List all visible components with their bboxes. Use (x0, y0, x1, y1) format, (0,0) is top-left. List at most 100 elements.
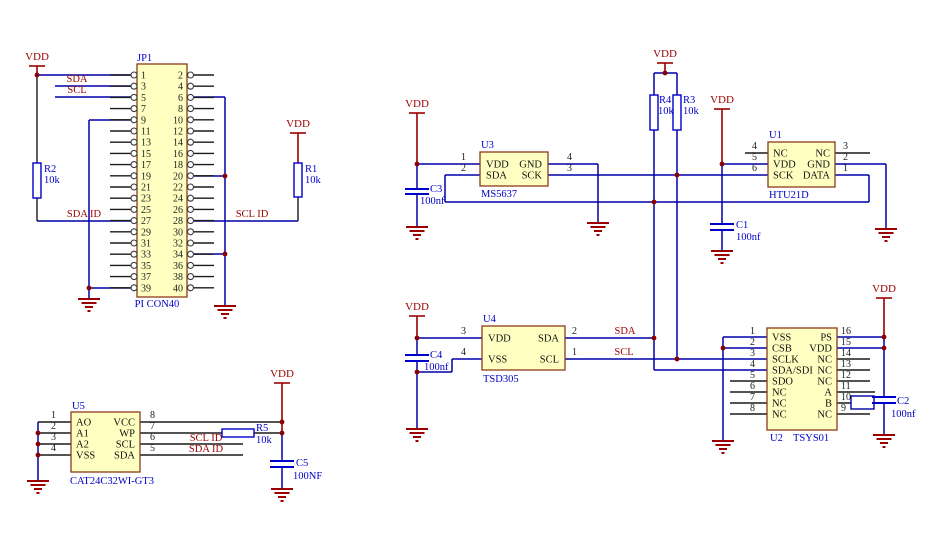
pin-label: 3 (567, 163, 572, 174)
pin-label: 6 (150, 432, 155, 443)
power-stems (36, 63, 885, 433)
pin-pad (130, 127, 138, 135)
pin-label: 10 (841, 392, 851, 403)
c5-value: 100NF (293, 471, 322, 482)
jp1-ref: JP1 (137, 53, 152, 64)
pin-pad (130, 250, 138, 258)
pin-label: B (825, 399, 832, 410)
pin-label: 4 (51, 443, 56, 454)
junction-dots (34, 70, 887, 458)
pin-label: SCK (773, 171, 794, 182)
pin-label: 14 (841, 348, 851, 359)
vdd-label: VDD (405, 98, 429, 110)
pin-pad (186, 194, 195, 202)
c1-symbol (710, 223, 734, 231)
wire-junction (720, 345, 726, 351)
ground-symbol (875, 228, 897, 242)
pin-pad (186, 261, 195, 269)
pin-label: 2 (51, 421, 56, 432)
resistor-r3: R3 10k (672, 94, 700, 131)
pin-label: 29 (141, 227, 151, 238)
pin-pad (186, 138, 195, 146)
pin-label: 7 (750, 392, 755, 403)
pin-label: 31 (141, 239, 151, 250)
u3-value: MS5637 (481, 189, 517, 200)
pin-pad (186, 149, 195, 157)
pin-label: 11 (841, 381, 851, 392)
pin-label: 2 (750, 337, 755, 348)
connector-jp1: JP1 PI CON40 135791113151719212325272931… (110, 53, 214, 310)
vdd-power-symbol: VDD (653, 48, 677, 64)
ground-symbol (712, 440, 734, 454)
vdd-label: VDD (872, 283, 896, 295)
u1-ref: U1 (769, 130, 782, 141)
pin-label: 16 (841, 326, 851, 337)
net-label-scl-id-u5: SCL ID (190, 433, 223, 444)
pin-label: 34 (173, 250, 183, 261)
pin-label: 1 (461, 152, 466, 163)
pin-label: 14 (173, 138, 183, 149)
pin-label: 12 (841, 370, 851, 381)
pin-label: 15 (841, 337, 851, 348)
u1-body (767, 141, 836, 188)
pin-label: 8 (178, 104, 183, 115)
pin-label: 13 (141, 138, 151, 149)
pin-pad (186, 127, 195, 135)
jp1-left-pads (110, 71, 138, 292)
pin-label: 3 (141, 82, 146, 93)
pin-label: VDD (809, 344, 832, 355)
resistor-r5: R5 10k (221, 423, 273, 446)
pin-label: 9 (841, 403, 846, 414)
u4-body (481, 325, 566, 371)
pin-pad (130, 93, 138, 101)
pin-label: 40 (173, 283, 183, 294)
pin-label: 7 (141, 104, 146, 115)
net-label-sda-id-u5: SDA ID (189, 444, 224, 455)
capacitor-c2: C2 100nf (872, 396, 916, 420)
pin-label: NC (817, 377, 832, 388)
c4-symbol (405, 354, 429, 362)
pin-label: 21 (141, 183, 151, 194)
capacitor-c1: C1 100nf (710, 220, 761, 243)
pin-label: SDA/SDI (772, 366, 813, 377)
r2-value: 10k (44, 175, 61, 186)
pin-label: 23 (141, 194, 151, 205)
pin-label: 6 (752, 163, 757, 174)
pin-label: 3 (51, 432, 56, 443)
pin-label: GND (519, 160, 542, 171)
vdd-power-symbol: VDD (710, 94, 734, 110)
pin-label: 20 (173, 171, 183, 182)
c1-value: 100nf (736, 232, 761, 243)
pin-label: 9 (141, 115, 146, 126)
pin-label: SDA (486, 171, 507, 182)
pin-pad (130, 183, 138, 191)
pin-pad (130, 161, 138, 169)
pin-label: AO (76, 418, 92, 429)
net-label-sda-u4: SDA (614, 326, 635, 337)
vdd-label: VDD (286, 118, 310, 130)
net-label-sda-id-jp1: SDA ID (67, 209, 102, 220)
wire-junction (414, 335, 420, 341)
pin-label: PS (820, 333, 832, 344)
pin-label: WP (119, 429, 135, 440)
pin-label: NC (772, 410, 787, 421)
net-label-scl-u4: SCL (614, 347, 633, 358)
r5-symbol (221, 428, 255, 438)
c3-symbol (405, 188, 429, 195)
u5-body (70, 411, 141, 473)
pin-pad (186, 71, 195, 79)
wire-junction (222, 251, 228, 257)
pin-label: 35 (141, 261, 151, 272)
pin-label: 6 (750, 381, 755, 392)
wire-junction (651, 199, 657, 205)
pin-label: 33 (141, 250, 151, 261)
pin-label: 3 (843, 141, 848, 152)
resistor-r1: R1 10k (293, 162, 322, 198)
r4-symbol (649, 94, 659, 131)
vdd-label: VDD (270, 368, 294, 380)
pin-pad (186, 228, 195, 236)
pin-pad (130, 239, 138, 247)
